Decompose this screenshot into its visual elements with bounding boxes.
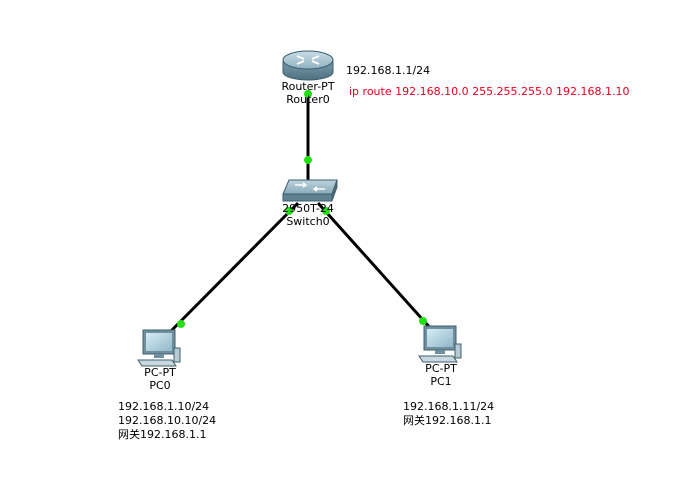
port-status-pc1: [419, 317, 427, 325]
pc0-name-label: PC0: [149, 379, 171, 392]
port-status-switch-right: [322, 207, 330, 215]
router-name-label: Router0: [286, 93, 330, 106]
port-status-switch-left: [285, 207, 293, 215]
pc0-ip-note-2: 192.168.10.10/24: [118, 414, 217, 427]
pc0-icon[interactable]: [137, 329, 181, 367]
port-status-pc0: [177, 320, 185, 328]
pc1-ip-note: 192.168.1.11/24: [403, 400, 495, 413]
pc0-ip-note-1: 192.168.1.10/24: [118, 400, 210, 413]
pc1-icon[interactable]: [418, 325, 462, 363]
pc0-gateway-note: 网关192.168.1.1: [118, 428, 207, 441]
router-ip-note: 192.168.1.1/24: [346, 64, 431, 77]
pc1-gateway-note: 网关192.168.1.1: [403, 414, 492, 427]
pc1-model-label: PC-PT: [425, 362, 457, 375]
link-switch-pc1[interactable]: [316, 201, 434, 332]
link-switch-pc0[interactable]: [166, 201, 300, 336]
pc0-model-label: PC-PT: [144, 366, 176, 379]
router-model-label: Router-PT: [281, 80, 335, 93]
port-status-router: [304, 90, 312, 98]
router-icon[interactable]: [282, 50, 334, 81]
switch-model-label: 2950T-24: [282, 202, 334, 215]
switch-icon[interactable]: [282, 179, 338, 202]
switch-name-label: Switch0: [286, 215, 330, 228]
port-status-switch-up: [304, 156, 312, 164]
static-route-note: ip route 192.168.10.0 255.255.255.0 192.…: [349, 85, 630, 98]
pc1-name-label: PC1: [430, 375, 452, 388]
